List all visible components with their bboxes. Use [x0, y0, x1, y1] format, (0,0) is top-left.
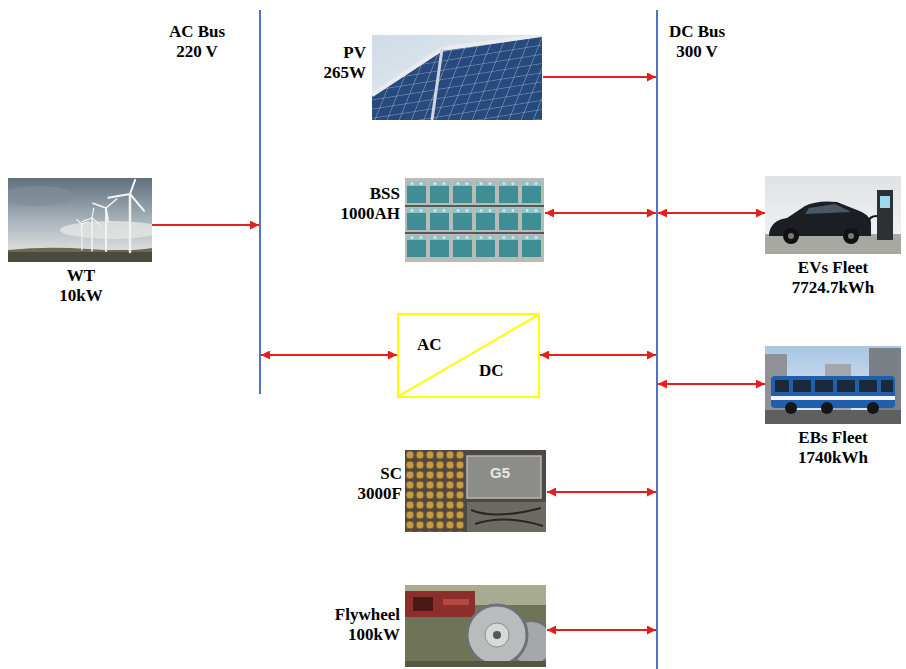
electric-car-photo — [765, 176, 901, 254]
supercapacitor-photo — [405, 450, 546, 532]
power-flow-arrow — [547, 491, 656, 493]
battery-storage: BSS 1000AH — [318, 178, 545, 263]
ev-fleet: EVs Fleet 7724.7kWh — [765, 176, 901, 300]
pv-array: PV 265W — [318, 35, 543, 121]
ac-dc-converter: AC DC — [397, 313, 540, 398]
power-flow-arrow — [545, 212, 656, 214]
supercapacitor: SC 3000F — [350, 450, 547, 533]
component-label: Flywheel 100kW — [296, 605, 400, 645]
component-label: EBs Fleet 1740kWh — [788, 428, 878, 468]
power-flow-arrow — [261, 354, 397, 356]
dc-bus: DC Bus 300 V — [656, 10, 658, 669]
component-label: WT 10kW — [54, 266, 108, 306]
ac-bus: AC Bus 220 V — [259, 10, 261, 394]
power-flow-arrow — [152, 224, 259, 226]
bus-label: DC Bus 300 V — [664, 22, 730, 62]
component-label: EVs Fleet 7724.7kWh — [787, 258, 879, 298]
component-label: DC — [479, 361, 504, 381]
power-flow-arrow — [540, 354, 656, 356]
component-label: AC — [417, 335, 442, 355]
power-flow-arrow — [547, 629, 656, 631]
power-flow-arrow — [543, 76, 656, 78]
power-flow-arrow — [658, 383, 765, 385]
flywheel: Flywheel 100kW — [296, 585, 547, 667]
wind-turbine-photo — [8, 178, 152, 262]
plate-marking: G5 — [490, 464, 510, 482]
component-label: PV 265W — [318, 43, 366, 83]
power-flow-arrow — [658, 212, 765, 214]
pv-panel-photo — [372, 35, 542, 120]
converter-diagonal — [399, 315, 538, 396]
battery-bank-photo — [405, 178, 544, 262]
eb-fleet: EBs Fleet 1740kWh — [765, 346, 901, 470]
component-label: BSS 1000AH — [318, 184, 400, 224]
flywheel-photo — [405, 585, 546, 667]
electric-bus-photo — [765, 346, 901, 424]
wind-turbine: WT 10kW — [8, 178, 152, 308]
component-label: SC 3000F — [350, 464, 402, 504]
bus-label: AC Bus 220 V — [164, 22, 230, 62]
